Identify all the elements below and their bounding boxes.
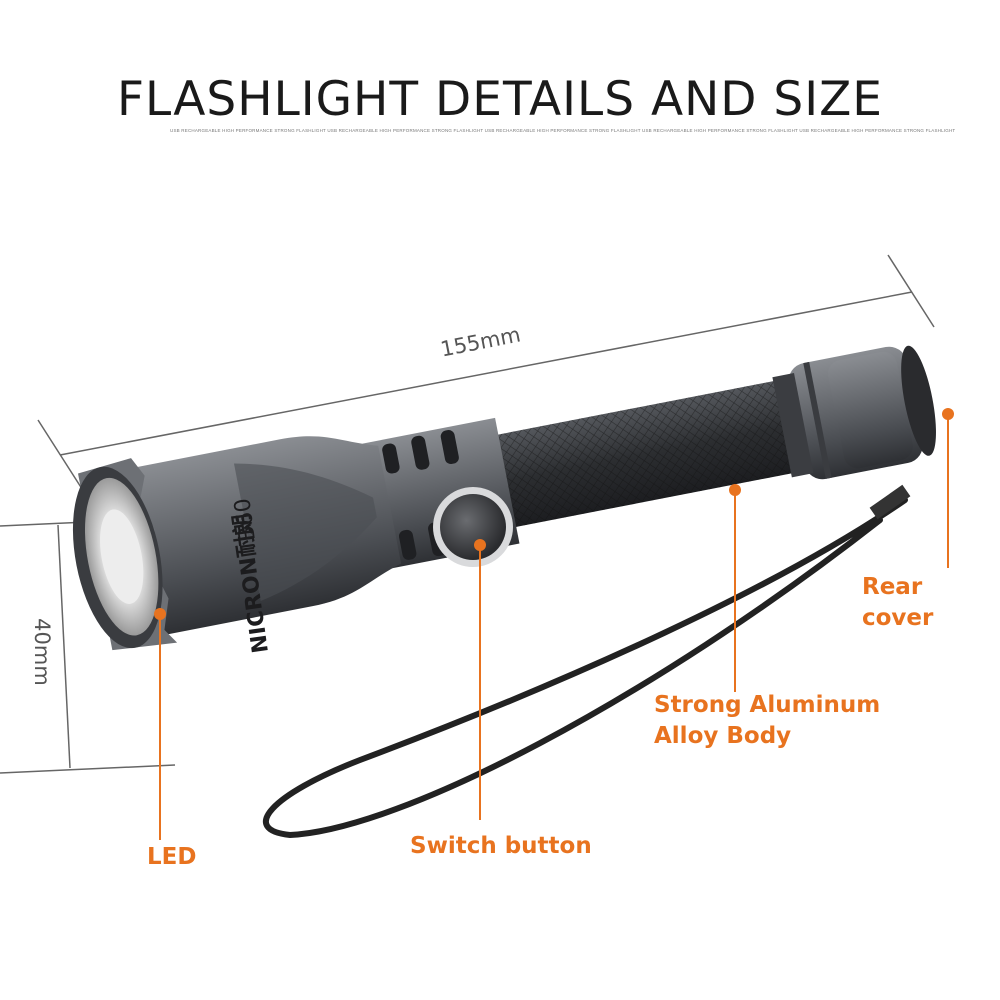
page-title: FLASHLIGHT DETAILS AND SIZE: [116, 72, 884, 127]
flashlight-body: [72, 345, 936, 651]
model-text: B60: [230, 496, 261, 542]
callout-leaders: [154, 408, 954, 840]
length-dimension-line: [37, 254, 935, 493]
callout-led: LED: [147, 844, 197, 870]
callout-aluminum-body: Strong Aluminum Alloy Body: [654, 690, 880, 752]
callout-switch-button: Switch button: [410, 833, 592, 859]
lanyard: [263, 484, 911, 839]
page-subtitle: USB RECHARGEABLE HIGH PERFORMANCE STRONG…: [170, 128, 956, 133]
diameter-label: 40mm: [29, 618, 54, 686]
callout-aluminum-body-line1: Strong Aluminum: [654, 692, 881, 718]
callout-rear-cover: Rear cover: [862, 574, 934, 631]
switch-button-graphic: [433, 487, 513, 567]
callout-aluminum-body-line2: Alloy Body: [654, 723, 792, 749]
